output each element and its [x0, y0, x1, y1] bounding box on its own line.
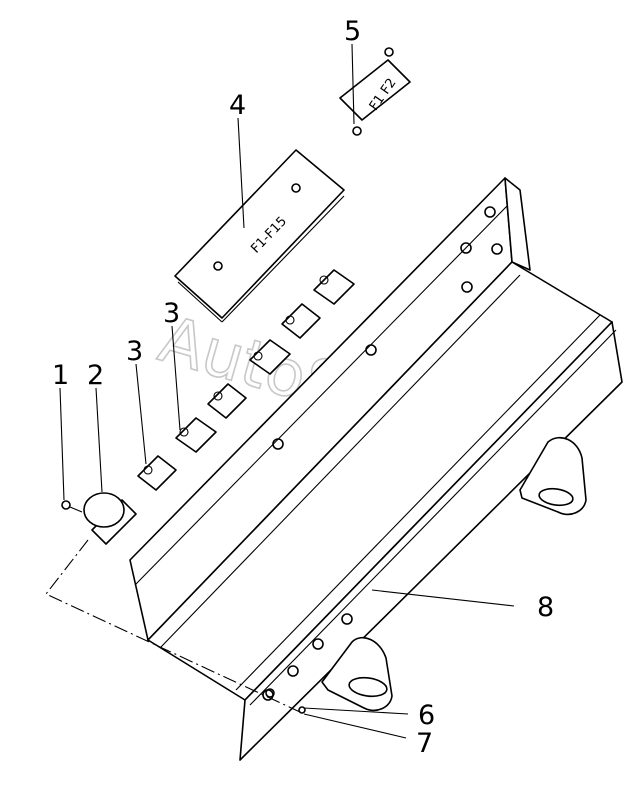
plate-screw	[384, 47, 394, 57]
fuse-clip	[137, 455, 177, 491]
callout-1: 1	[52, 360, 69, 391]
flange-hole	[287, 665, 299, 677]
screw	[61, 500, 71, 510]
flange-hole	[491, 243, 503, 255]
fuse-clip	[175, 417, 217, 453]
fuse-clip	[313, 269, 355, 305]
lug-slot-left	[348, 676, 388, 698]
bracket-lower-flange	[239, 321, 623, 761]
screw-6	[265, 688, 275, 698]
callout-2: 2	[87, 360, 104, 391]
plate-large	[174, 149, 345, 319]
lug-slot-right	[538, 487, 574, 507]
fuse-clips	[137, 269, 355, 491]
flange-hole	[365, 344, 377, 356]
relay-body	[83, 492, 125, 528]
fuse-clip	[207, 383, 247, 419]
mounting-lug-right	[519, 436, 587, 516]
bracket-end-upright	[504, 177, 531, 271]
flange-hole	[460, 242, 472, 254]
callout-3b: 3	[163, 298, 180, 329]
leader-lines	[59, 43, 515, 739]
fuse-label-plate-small: F1 F2	[339, 47, 411, 136]
plate-screw-hole	[213, 261, 223, 271]
callout-6: 6	[418, 700, 435, 731]
callout-3a: 3	[126, 336, 143, 367]
flange-hole	[272, 438, 284, 450]
callout-7: 7	[416, 728, 433, 759]
plate-screw	[352, 126, 362, 136]
callout-4: 4	[229, 90, 246, 121]
callout-8: 8	[537, 592, 554, 623]
mounting-lug-left	[321, 636, 393, 712]
washer-7	[298, 706, 306, 714]
plate-screw-hole	[291, 183, 301, 193]
flange-hole	[312, 638, 324, 650]
callout-5: 5	[344, 16, 361, 47]
relay-assembly	[61, 492, 137, 545]
fuse-clip	[249, 339, 291, 375]
flange-hole	[461, 281, 473, 293]
flange-hole	[484, 206, 496, 218]
plate-small	[339, 59, 411, 121]
flange-hole	[341, 613, 353, 625]
mounting-bracket	[129, 177, 623, 761]
fuse-label-plate-large: F1-F15	[174, 149, 345, 323]
fuse-clip	[281, 303, 321, 339]
